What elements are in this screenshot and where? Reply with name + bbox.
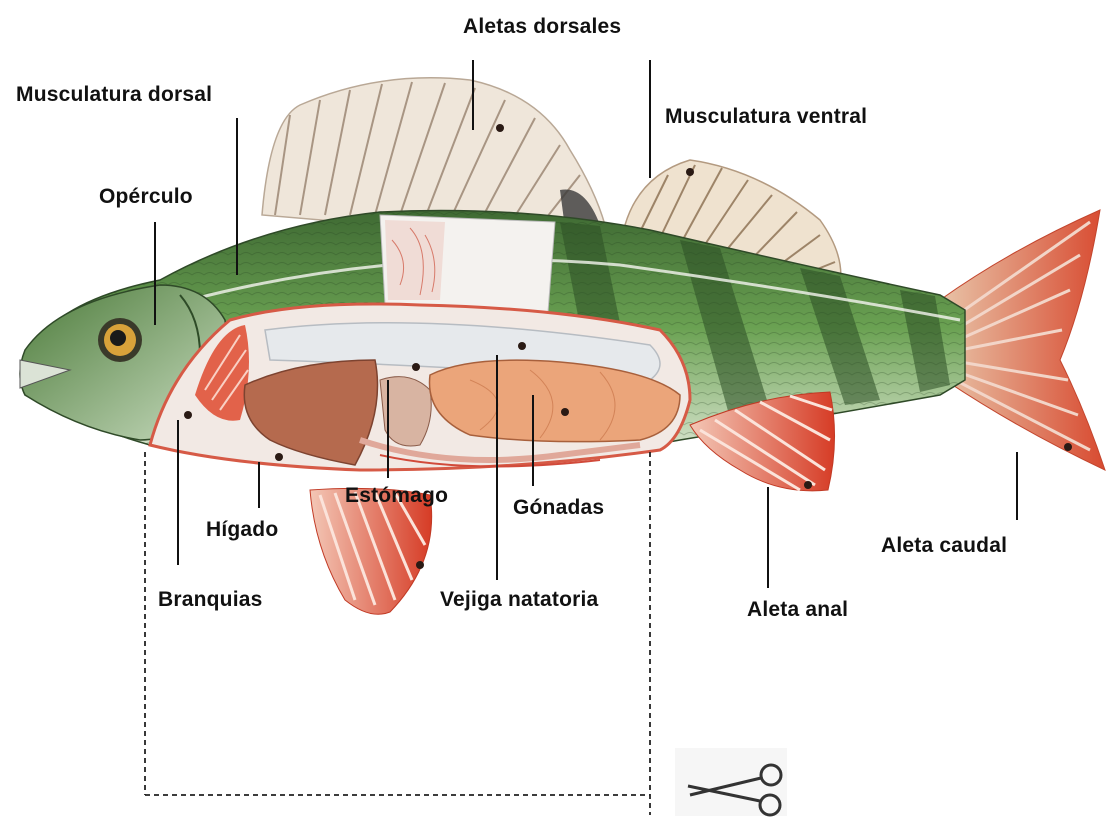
label-musculatura-dorsal: Musculatura dorsal (16, 84, 212, 105)
label-musculatura-ventral: Musculatura ventral (665, 106, 867, 127)
label-aleta-caudal: Aleta caudal (881, 535, 1007, 556)
body-cavity (150, 304, 690, 470)
label-aleta-anal: Aleta anal (747, 599, 848, 620)
label-aletas-dorsales: Aletas dorsales (463, 16, 621, 37)
label-higado: Hígado (206, 519, 278, 540)
scissors-icon (675, 748, 787, 816)
label-branquias: Branquias (158, 589, 263, 610)
label-vejiga-natatoria: Vejiga natatoria (440, 589, 598, 610)
label-gonadas: Gónadas (513, 497, 604, 518)
dorsal-fin-spiny (262, 78, 605, 230)
muscle-window (380, 215, 555, 312)
label-estomago: Estómago (345, 485, 448, 506)
pelvic-fin (310, 488, 432, 614)
label-operculo: Opérculo (99, 186, 193, 207)
